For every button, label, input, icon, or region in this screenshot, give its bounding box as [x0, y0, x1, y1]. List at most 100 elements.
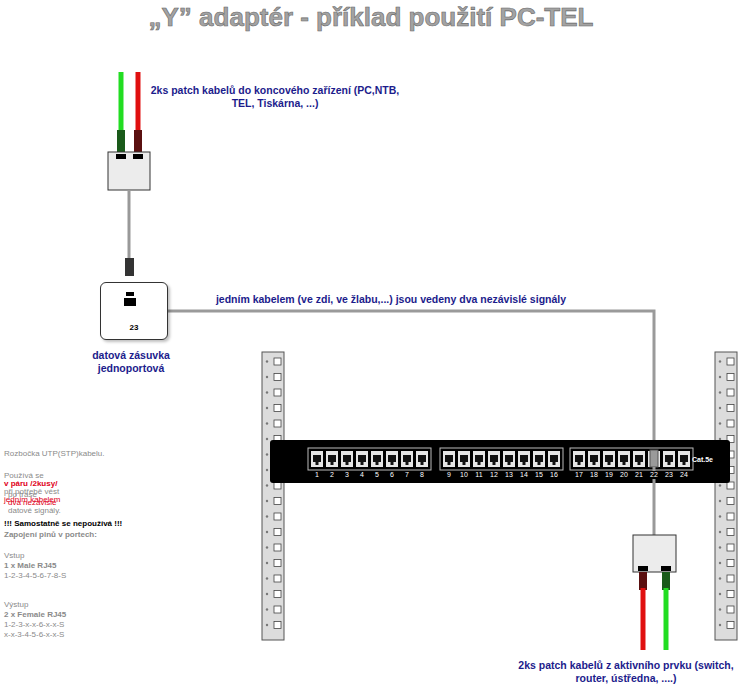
note-line: 1-2-3-x-x-6-x-x-S: [4, 621, 67, 629]
rail-hole: [727, 622, 734, 629]
rj45-opening: [490, 455, 498, 462]
usage-note: 1-2-3-x-x-6-x-x-S: [4, 621, 64, 629]
rj45-opening: [493, 462, 496, 465]
green-patch-cable: [664, 588, 669, 650]
rj45-icon: [124, 298, 136, 306]
rj45-port: [371, 451, 383, 467]
port-number: 2: [326, 471, 338, 479]
rail-hole: [727, 498, 734, 505]
port-number: 5: [371, 471, 383, 479]
rail-dot: [719, 531, 721, 533]
note-line: !!! Samostatně se nepoužívá !!!: [4, 520, 125, 528]
rj45-opening: [475, 455, 483, 462]
note-line: Vstup: [4, 552, 27, 560]
splitter-cable: [128, 190, 131, 259]
rj45-port: [638, 566, 648, 571]
rail-dot: [719, 608, 721, 610]
rail-hole: [274, 606, 281, 613]
rj45-opening: [520, 455, 528, 462]
rack-rail: [262, 352, 284, 640]
rail-dot: [266, 624, 268, 626]
cable-plug: [639, 572, 647, 590]
rj45-opening: [376, 462, 379, 465]
port-number: 23: [663, 471, 675, 479]
port-group-frame: [308, 448, 431, 470]
rj45-port: [416, 451, 428, 467]
rail-hole: [727, 591, 734, 598]
rail-hole: [274, 498, 281, 505]
rail-dot: [266, 500, 268, 502]
rail-dot: [266, 453, 268, 455]
port-number: 8: [416, 471, 428, 479]
rj45-opening: [523, 462, 526, 465]
usage-note: po trase: [8, 491, 61, 499]
port-number: 23: [101, 323, 167, 332]
rail-holes: [266, 358, 734, 629]
rail-hole: [727, 544, 734, 551]
usage-note: Zapojení pinů v portech:: [4, 531, 97, 539]
cable-plug: [125, 258, 134, 276]
rj45-opening: [535, 455, 543, 462]
cable-plug: [134, 130, 142, 152]
rail-dot: [266, 577, 268, 579]
rail-dot: [266, 484, 268, 486]
rail-hole: [727, 529, 734, 536]
rail-dot: [266, 438, 268, 440]
rj45-opening: [505, 455, 513, 462]
rj45-port: [633, 451, 645, 467]
green-patch-cable: [119, 72, 124, 132]
rj45-port: [678, 451, 690, 467]
port-number: 22: [648, 471, 660, 479]
port-number: 7: [401, 471, 413, 479]
usage-note: dva nezávislé: [8, 499, 61, 507]
rj45-port: [548, 451, 560, 467]
rail-hole: [727, 374, 734, 381]
y-splitter: [108, 152, 150, 190]
usage-note: Používá se: [4, 472, 60, 480]
rail-dot: [266, 531, 268, 533]
rj45-port: [518, 451, 530, 467]
usage-note: datové signály.: [8, 507, 61, 515]
usage-note: x-x-3-4-5-6-x-x-S: [4, 631, 64, 639]
rj45-port: [356, 451, 368, 467]
rj45-opening: [478, 462, 481, 465]
note-line: x-x-3-4-5-6-x-x-S: [4, 631, 67, 639]
rj45-port: [458, 451, 470, 467]
rail-dot: [266, 562, 268, 564]
rj45-opening: [575, 455, 583, 462]
rj45-opening: [680, 455, 688, 462]
rj45-opening: [553, 462, 556, 465]
rail-hole: [727, 560, 734, 567]
usage-note: 1-2-3-4-5-6-7-8-S: [4, 572, 66, 580]
rj45-opening: [668, 462, 671, 465]
rail-hole: [727, 606, 734, 613]
rail-dot: [719, 624, 721, 626]
rj45-opening: [538, 462, 541, 465]
rj45-port: [473, 451, 485, 467]
rj45-opening: [388, 455, 396, 462]
rj45-opening: [445, 455, 453, 462]
rj45-opening: [593, 462, 596, 465]
rail-dot: [266, 546, 268, 548]
rj45-port: [443, 451, 455, 467]
rail-dot: [719, 546, 721, 548]
rj45-port: [401, 451, 413, 467]
rj45-opening: [638, 462, 641, 465]
rail-hole: [274, 560, 281, 567]
cable-run: [168, 311, 654, 440]
rj45-opening: [316, 462, 319, 465]
rj45-opening: [421, 462, 424, 465]
usage-note: Rozbočka UTP(STP)kabelu.: [4, 450, 104, 458]
wall-socket: 23datová zásuvka jednoportová: [100, 282, 168, 340]
usage-note: Vstup: [4, 552, 24, 560]
port-number: 6: [386, 471, 398, 479]
port-number: 10: [458, 471, 470, 479]
rj45-port: [326, 451, 338, 467]
rj45-opening: [620, 455, 628, 462]
rail-hole: [274, 622, 281, 629]
usage-note: v páru /2kusy/: [4, 480, 60, 488]
rj45-opening: [608, 462, 611, 465]
port-number: 18: [588, 471, 600, 479]
rail-hole: [727, 575, 734, 582]
rj45-port: [386, 451, 398, 467]
